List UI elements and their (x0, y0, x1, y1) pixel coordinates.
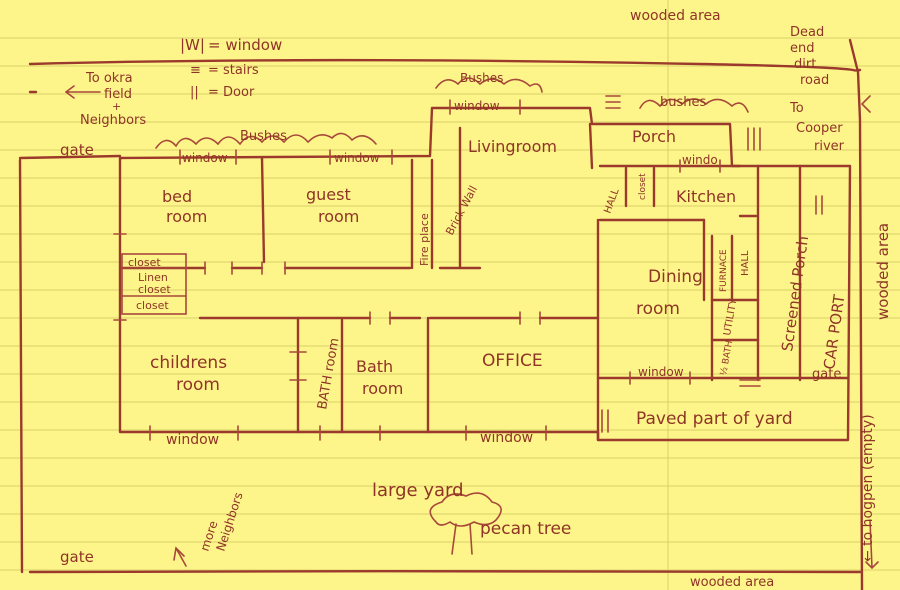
room-linen-2: closet (138, 283, 171, 296)
label-dead-end-4: road (800, 73, 829, 88)
legend-door: = Door (208, 85, 255, 100)
legend-window: = window (208, 36, 282, 54)
room-dining-2: room (636, 299, 680, 319)
room-closet-top: closet (128, 256, 161, 269)
label-to-cooper-3: river (814, 139, 845, 154)
label-wooded-right: wooded area (874, 223, 892, 320)
label-gate-bottom: gate (60, 548, 94, 566)
legend-stairs: = stairs (208, 63, 259, 78)
label-hogpen: ← to hogpen (empty) (860, 414, 876, 562)
window-bottom-left: window (166, 432, 219, 448)
room-fireplace: Fire place (418, 213, 431, 266)
label-wooded-bottom: wooded area (690, 575, 774, 590)
label-bushes-2: Bushes (460, 71, 503, 85)
room-kitchen: Kitchen (676, 187, 736, 206)
label-large-yard: large yard (372, 480, 464, 501)
room-children-2: room (176, 375, 220, 395)
room-labels: bed room guest room Livingroom Porch Kit… (128, 127, 849, 429)
property-lines (18, 38, 864, 590)
label-to-okra-1: To okra (85, 71, 133, 86)
label-more-neighbors-2: Neighbors (214, 491, 246, 553)
house-walls (118, 106, 852, 442)
room-bed-1: bed (162, 187, 192, 206)
room-closet-living: closet (638, 173, 648, 200)
label-to-okra-4: Neighbors (80, 113, 146, 128)
room-linen-1: Linen (138, 271, 168, 284)
room-hall-left: HALL (602, 187, 621, 215)
room-hall-right: HALL (740, 250, 751, 276)
room-porch: Porch (632, 127, 676, 146)
legend: |W| = window ≡ = stairs || = Door (180, 36, 282, 100)
pecan-tree-drawing (429, 492, 502, 555)
legend-door-symbol: || (190, 85, 199, 100)
room-brick-wall: Brick Wall (443, 184, 480, 238)
room-furnace: FURNACE (719, 249, 729, 292)
window-labels: window window window windo window window… (166, 99, 718, 448)
label-dead-end-2: end (790, 41, 815, 56)
label-gate-top: gate (60, 141, 94, 159)
room-children-1: childrens (150, 353, 227, 373)
label-dead-end-1: Dead (790, 25, 824, 40)
label-to-okra-3: + (112, 100, 121, 113)
legend-stairs-symbol: ≡ (190, 63, 201, 78)
room-living: Livingroom (468, 137, 557, 156)
window-bottom-right: window (480, 430, 533, 446)
window-top-guest: window (334, 151, 380, 165)
label-wooded-top: wooded area (630, 8, 721, 24)
wall-ticks (113, 99, 721, 441)
room-guest-2: room (318, 207, 359, 226)
room-dining-1: Dining (648, 267, 703, 287)
arrows (64, 85, 879, 570)
label-gate-carport: gate (812, 367, 841, 382)
label-to-cooper-1: To (789, 101, 804, 116)
bushes-shapes (155, 77, 749, 149)
label-pecan-tree: pecan tree (480, 519, 571, 539)
label-bushes-1: Bushes (240, 129, 287, 144)
window-living: window (454, 99, 500, 113)
room-closet-bottom: closet (136, 299, 169, 312)
room-paved-yard: Paved part of yard (636, 409, 793, 429)
room-guest-1: guest (306, 185, 351, 204)
label-bushes-3: bushes (660, 95, 707, 110)
room-office: OFFICE (482, 351, 543, 371)
room-carport: CAR PORT (820, 293, 848, 371)
room-half-bath: ½ BATH (719, 340, 735, 377)
label-to-cooper-2: Cooper (796, 121, 843, 136)
window-top-bed: window (182, 151, 228, 165)
room-bath-2b: room (362, 379, 403, 398)
room-utility: UTILITY (722, 297, 739, 336)
room-bath-2a: Bath (356, 357, 393, 376)
label-dead-end-3: dirt (794, 57, 816, 72)
stairs-marks (601, 95, 823, 433)
room-bed-2: room (166, 207, 207, 226)
legend-window-symbol: |W| (180, 36, 205, 54)
room-screened-porch: Screened Porch (778, 235, 812, 353)
window-dining: window (638, 365, 684, 379)
window-kitchen: windo (682, 153, 718, 167)
outside-labels: wooded area Dead end dirt road To okra f… (60, 8, 892, 590)
label-to-okra-2: field (104, 87, 132, 102)
